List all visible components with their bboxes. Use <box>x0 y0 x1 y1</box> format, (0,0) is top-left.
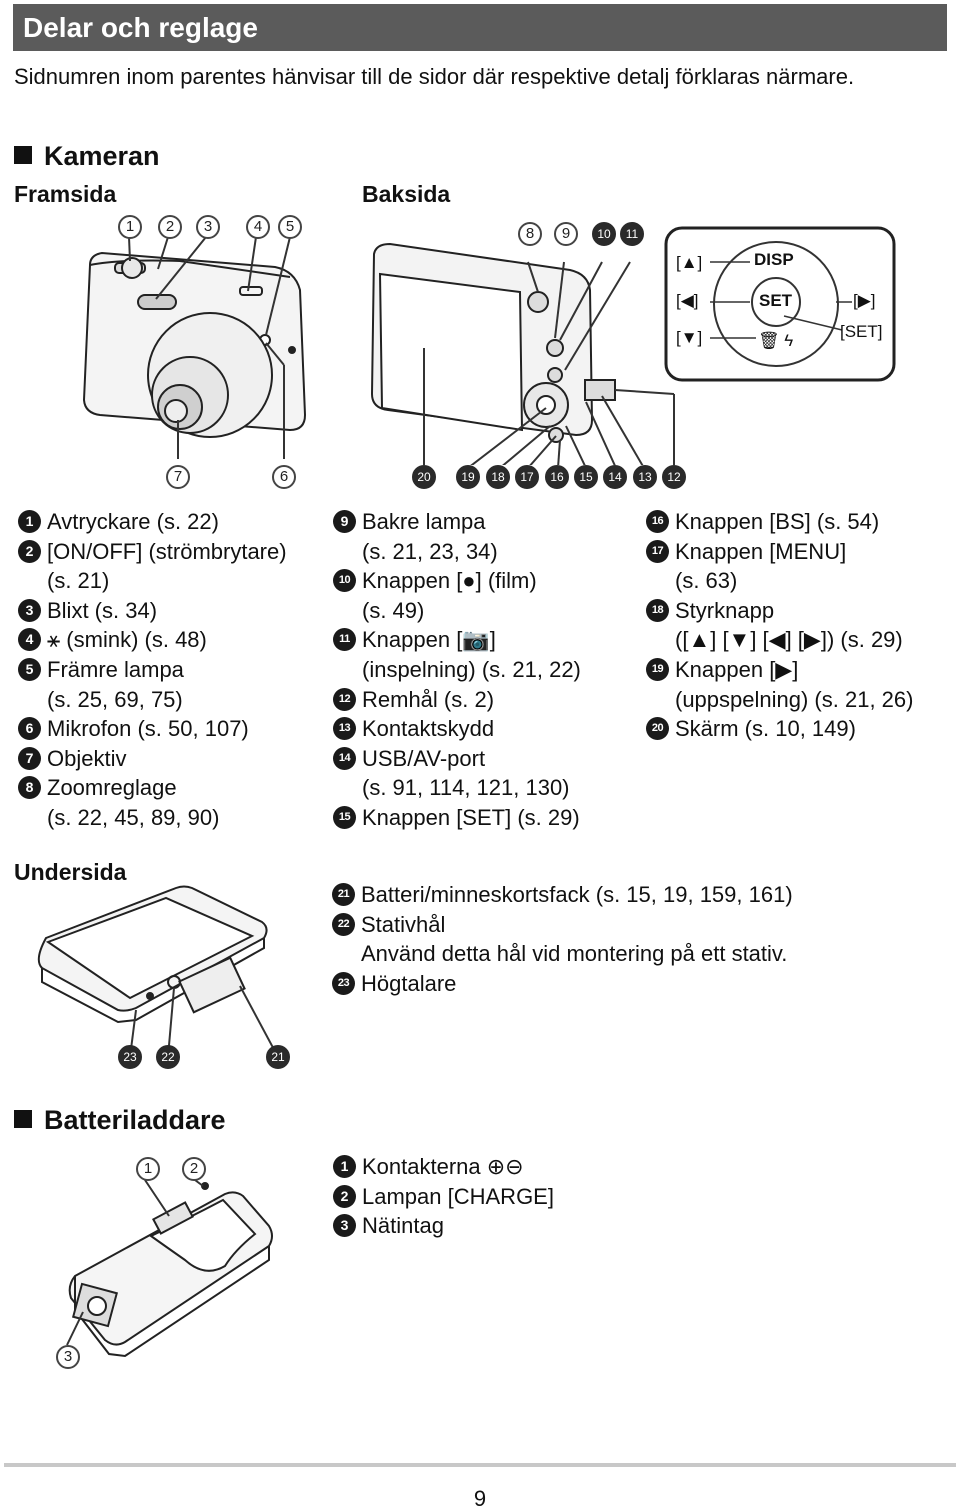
callout-13: 13 <box>633 465 657 489</box>
page-number: 9 <box>473 1486 487 1511</box>
callout-5: 5 <box>278 215 302 239</box>
dial-up-label: [▲] <box>676 253 703 272</box>
callout-7: 7 <box>166 465 190 489</box>
callout-14: 14 <box>603 465 627 489</box>
callout-19: 19 <box>456 465 480 489</box>
callout-17: 17 <box>515 465 539 489</box>
list-item: 2[ON/OFF] (strömbrytare) <box>18 537 328 567</box>
front-heading: Framsida <box>14 181 117 207</box>
callout-21: 21 <box>266 1045 290 1069</box>
callout-charger-1: 1 <box>136 1157 160 1181</box>
callout-22: 22 <box>156 1045 180 1069</box>
dial-left-label: [◀] <box>676 291 699 310</box>
delete-flash-icon: 🗑 ϟ <box>758 331 794 350</box>
callout-2: 2 <box>158 215 182 239</box>
bottom-heading: Undersida <box>14 859 127 885</box>
intro-text: Sidnumren inom parentes hänvisar till de… <box>14 64 855 89</box>
callout-15: 15 <box>574 465 598 489</box>
control-dial-illustration <box>664 226 896 382</box>
callout-10: 10 <box>592 222 616 246</box>
footer-divider <box>4 1463 956 1467</box>
disp-button-label: DISP <box>754 250 794 269</box>
camera-bottom-illustration <box>37 885 276 1058</box>
callout-23: 23 <box>118 1045 142 1069</box>
callout-11: 11 <box>620 222 644 246</box>
camera-back-illustration <box>370 242 675 465</box>
callout-9: 9 <box>554 222 578 246</box>
dial-right-label: [▶] <box>853 291 876 310</box>
callout-3: 3 <box>196 215 220 239</box>
square-bullet-icon <box>14 146 32 164</box>
section-charger-heading: Batteriladdare <box>14 1105 226 1135</box>
callout-16: 16 <box>545 465 569 489</box>
section-camera-heading: Kameran <box>14 141 160 171</box>
back-heading: Baksida <box>362 181 451 207</box>
page-title: Delar och reglage <box>13 4 947 51</box>
dial-down-label: [▼] <box>676 328 703 347</box>
square-bullet-icon <box>14 1110 32 1128</box>
callout-8: 8 <box>518 222 542 246</box>
set-button-label: SET <box>759 291 793 310</box>
charger-illustration <box>66 1179 273 1358</box>
callout-6: 6 <box>272 465 296 489</box>
callout-20: 20 <box>412 465 436 489</box>
callout-charger-3: 3 <box>56 1345 80 1369</box>
callout-4: 4 <box>246 215 270 239</box>
callout-1: 1 <box>118 215 142 239</box>
list-item: 4⚹ (smink) (s. 48) <box>18 625 328 655</box>
dial-set-bracket-label: [SET] <box>840 322 883 341</box>
callout-12: 12 <box>662 465 686 489</box>
camera-front-illustration <box>82 236 307 459</box>
callout-charger-2: 2 <box>182 1157 206 1181</box>
callout-18: 18 <box>486 465 510 489</box>
